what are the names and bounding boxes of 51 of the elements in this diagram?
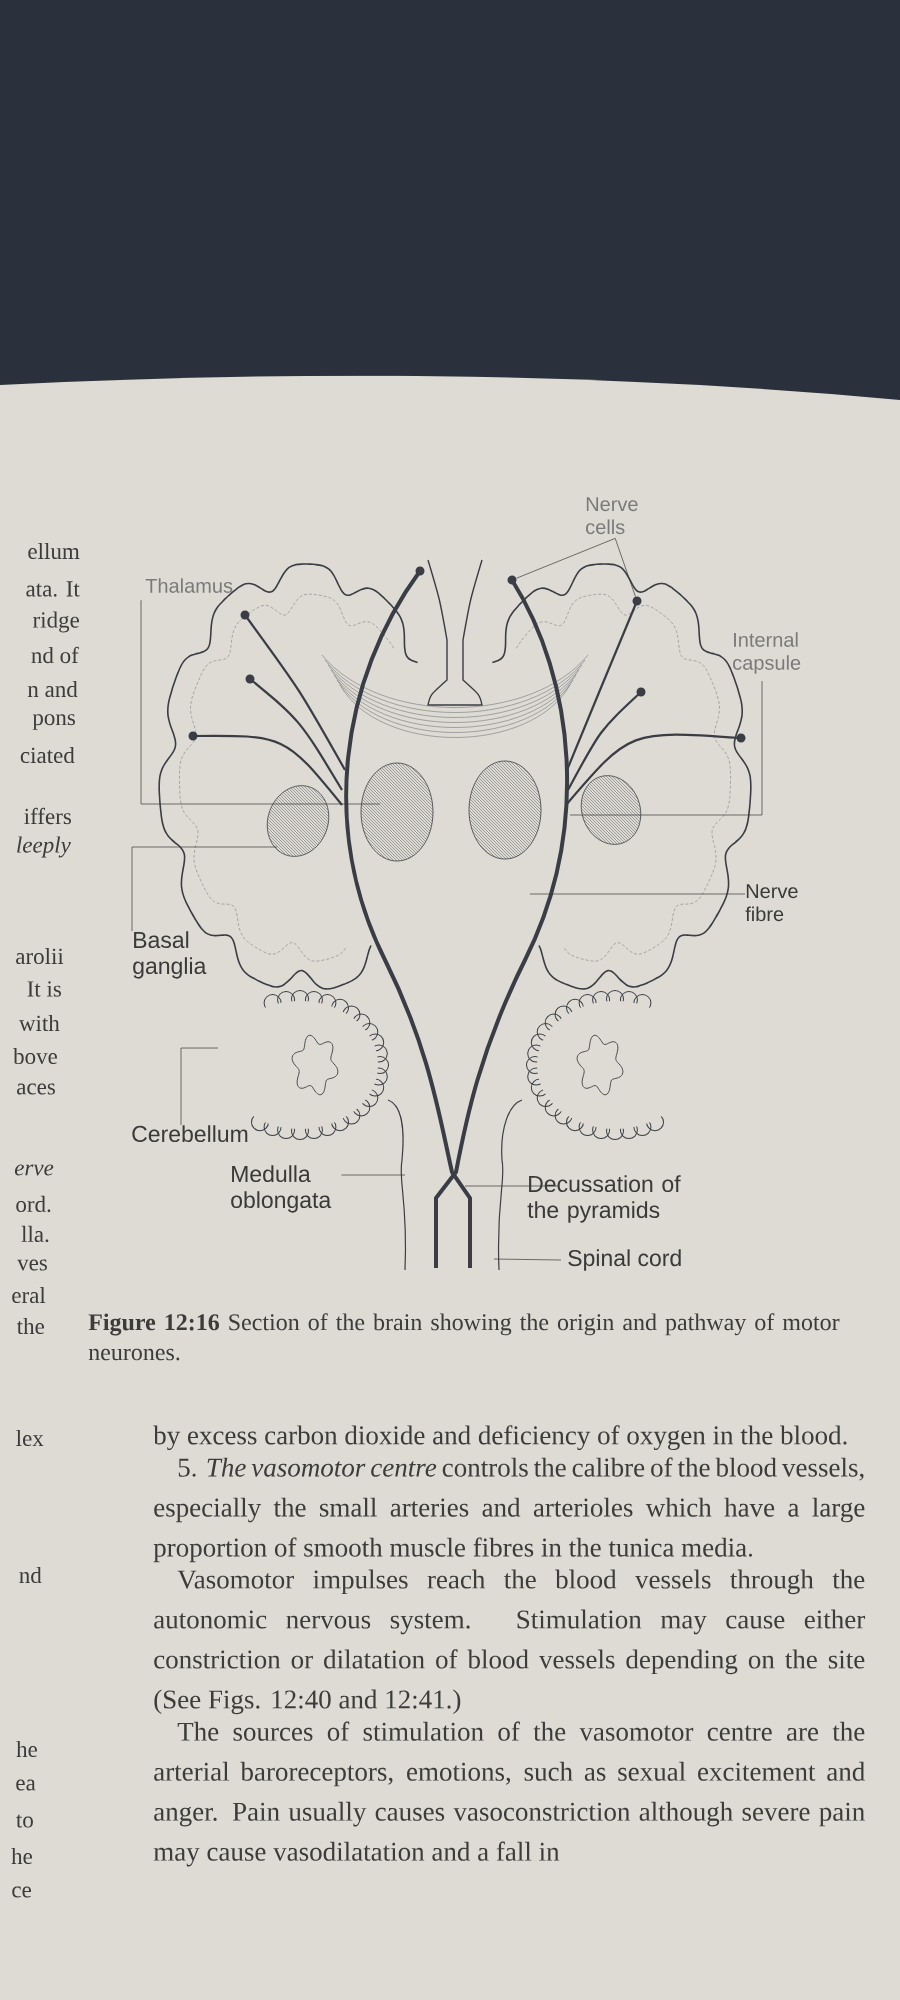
structure-label: Internal capsule	[733, 632, 801, 674]
leader-line	[516, 538, 616, 579]
cropped-text: It is	[27, 981, 61, 997]
cropped-text: lex	[16, 1429, 44, 1447]
cropped-text: ves	[17, 1259, 47, 1271]
cropped-text: n and	[27, 680, 78, 698]
cropped-text: bove	[13, 1047, 57, 1065]
body-paragraph: by excess carbon dioxide and deficiency of oxygen in the blood.	[153, 1425, 847, 1451]
leader-line	[341, 1174, 406, 1176]
structure-label: Cerebellum	[132, 1125, 248, 1143]
leader-line	[493, 1258, 562, 1261]
cropped-text: he	[11, 1847, 32, 1865]
cropped-text: aces	[17, 1083, 55, 1095]
body-paragraph: 5. The vasomotor centre controls the calibre of the blood vessels, especially the small arteries and arterioles which have a large proportion of smooth muscle fibres in the tunica media.	[153, 1457, 865, 1563]
cropped-text: leeply	[17, 836, 71, 858]
cropped-text: nd of	[31, 646, 79, 664]
cropped-text: iffers	[24, 807, 71, 825]
cropped-text: arolii	[16, 947, 64, 965]
cropped-text: nd	[19, 1566, 42, 1584]
cropped-text: eral	[12, 1286, 46, 1304]
structure-label: Nerve cells	[586, 497, 638, 535]
structure-label: Decussation of the pyramids	[527, 1175, 681, 1223]
structure-label: Spinal cord	[568, 1249, 681, 1271]
structure-label: Thalamus	[145, 578, 233, 593]
leader-line	[140, 599, 381, 805]
cropped-text: he	[16, 1740, 37, 1758]
cropped-text: ea	[16, 1779, 36, 1791]
structure-label: Medulla oblongata	[231, 1165, 332, 1213]
leader-line	[614, 538, 636, 597]
figure-caption: Figure 12:16 Section of the brain showing the origin and pathway of motor neurones.	[88, 1313, 840, 1361]
structure-label: Nerve fibre	[745, 884, 798, 922]
body-paragraph: The sources of stimulation of the vasomotor centre are the arterial baroreceptors, emotions, such as sexual excitement and anger. Pain usually causes vasoconstriction although severe pain may cause vasodilatation and a fall in	[153, 1721, 865, 1867]
cropped-text: ord.	[16, 1195, 51, 1213]
leader-line	[569, 680, 763, 816]
cropped-text: with	[18, 1014, 60, 1032]
cropped-text: to	[16, 1814, 33, 1828]
cropped-text: ellum	[28, 542, 80, 560]
cropped-text: pons	[32, 714, 75, 730]
cropped-text: lla.	[21, 1225, 49, 1243]
leader-line	[529, 893, 746, 895]
cropped-text: the	[16, 1317, 44, 1335]
body-paragraph: Vasomotor impulses reach the blood vessels through the autonomic nervous system. Stimulation may cause either constriction or dilatation of blood vessels depending on the site (See Figs. 12:40 and 12:41.)	[154, 1569, 866, 1715]
cropped-text: erve	[14, 1164, 54, 1176]
leader-line	[131, 846, 278, 932]
cropped-text: ce	[12, 1886, 31, 1898]
structure-label: Basal ganglia	[133, 931, 207, 979]
cropped-text: ridge	[33, 611, 79, 633]
cropped-text: ata. It	[26, 581, 80, 597]
leader-line	[180, 1047, 219, 1126]
cropped-text: ciated	[20, 746, 75, 764]
leader-line	[464, 1185, 559, 1187]
